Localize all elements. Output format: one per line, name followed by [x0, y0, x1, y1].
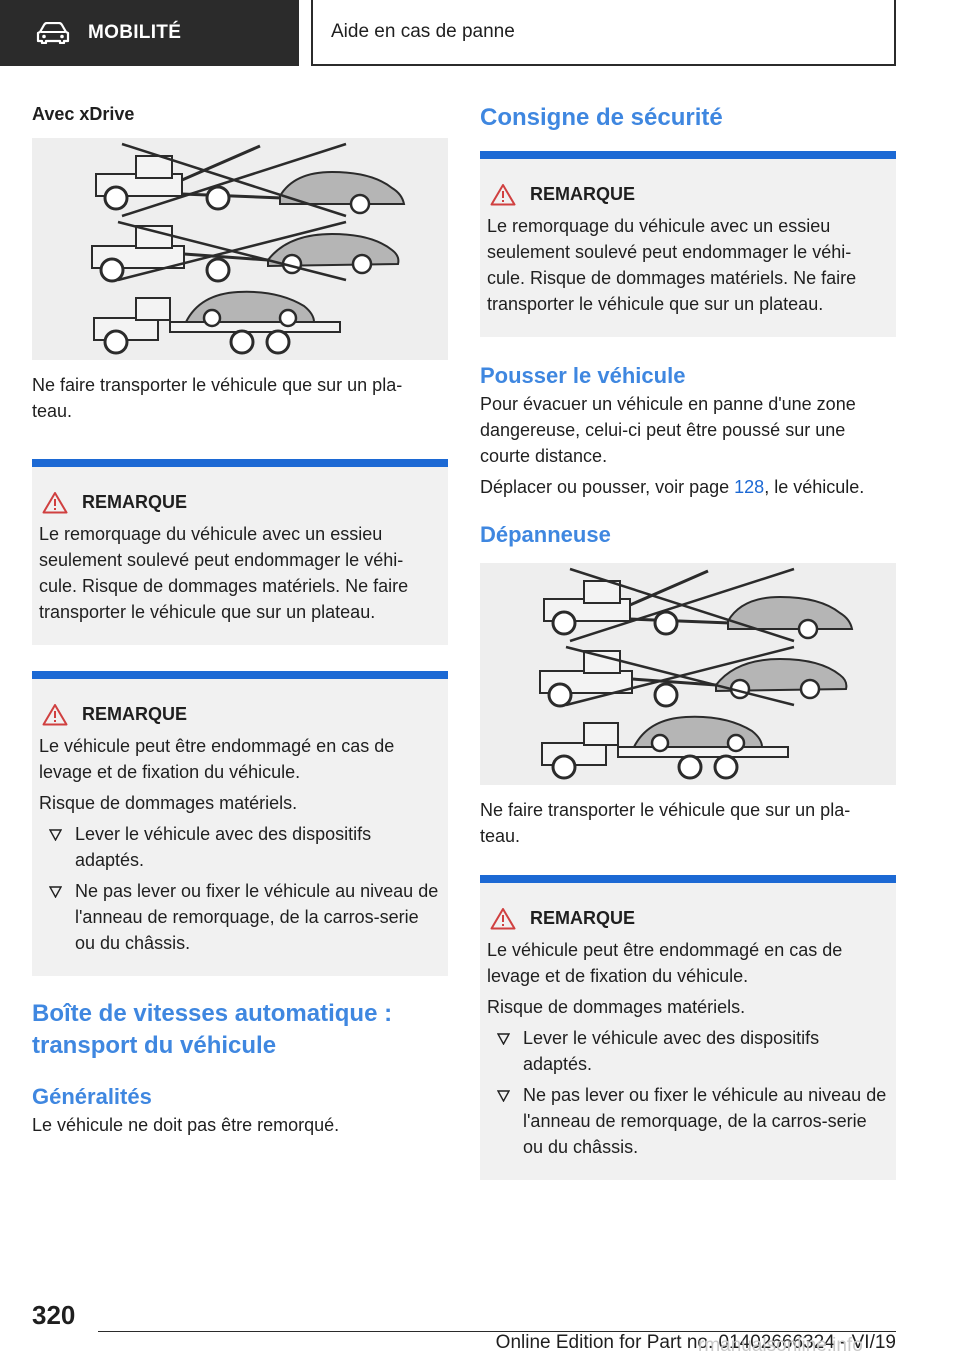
note-title: REMARQUE — [487, 181, 888, 207]
heading-general: Généralités — [32, 1084, 152, 1109]
note-text: Le véhicule peut être endommagé en cas d… — [487, 940, 843, 986]
note-text: Le véhicule peut être endommagé en cas d… — [39, 736, 395, 782]
bullet-triangle-icon — [49, 886, 62, 898]
list-item: Lever le véhicule avec des dispositifs a… — [39, 821, 440, 873]
footer-divider — [98, 1331, 896, 1332]
warning-icon — [490, 907, 516, 929]
note-lifting-right: REMARQUE Le véhicule peut être endommagé… — [480, 875, 896, 1180]
push-text: Pour évacuer un véhicule en panne d'une … — [480, 394, 856, 466]
note-title: REMARQUE — [487, 905, 888, 931]
list-item: Lever le véhicule avec des dispositifs a… — [487, 1025, 888, 1077]
towing-diagram — [91, 142, 406, 355]
chapter-tab: Aide en cas de panne — [311, 0, 896, 66]
tow-truck-wheel-lift — [543, 569, 854, 640]
bullet-triangle-icon — [49, 829, 62, 841]
cross-mark-1 — [569, 567, 795, 643]
page-number: 320 — [32, 1300, 76, 1330]
subheading-xdrive: Avec xDrive — [32, 104, 135, 124]
note-text: Le remorquage du véhicule avec un essieu… — [39, 524, 409, 622]
tow-truck-lift-front — [91, 225, 400, 283]
tow-truck-lift-front — [539, 650, 848, 708]
note-text: Le remorquage du véhicule avec un essieu… — [487, 216, 857, 314]
note-title-text: REMARQUE — [82, 491, 188, 512]
figure-caption: Ne faire transporter le véhicule que sur… — [480, 800, 851, 846]
chapter-title: Aide en cas de panne — [331, 21, 515, 42]
note-lifting-left: REMARQUE Le véhicule peut être endommagé… — [32, 671, 448, 976]
general-text: Le véhicule ne doit pas être remorqué. — [32, 1115, 340, 1135]
note-title: REMARQUE — [39, 701, 440, 727]
bullet-triangle-icon — [497, 1033, 510, 1045]
note-list: Lever le véhicule avec des dispositifs a… — [487, 1025, 888, 1160]
note-list: Lever le véhicule avec des dispositifs a… — [39, 821, 440, 956]
cross-mark-2 — [117, 220, 347, 282]
right-column: Consigne de sécurité REMARQUE Le remorqu… — [480, 90, 896, 1180]
tow-truck-wheel-lift — [95, 144, 406, 215]
cross-mark-2 — [565, 645, 795, 707]
note-title-text: REMARQUE — [530, 907, 636, 928]
footer-edition: Online Edition for Part no. 01402666324 … — [495, 1332, 896, 1353]
note-title: REMARQUE — [39, 489, 440, 515]
section-title: MOBILITÉ — [88, 22, 182, 43]
note-title-text: REMARQUE — [82, 703, 188, 724]
left-column: Avec xDrive — [32, 90, 448, 1138]
list-item: Ne pas lever ou fixer le véhicule au niv… — [487, 1082, 888, 1160]
note-text: Risque de dommages matériels. — [39, 793, 298, 813]
figure-caption: Ne faire transporter le véhicule que sur… — [32, 375, 403, 421]
list-item: Ne pas lever ou fixer le véhicule au niv… — [39, 878, 440, 956]
bullet-triangle-icon — [497, 1090, 510, 1102]
towing-illustration — [480, 563, 896, 785]
flatbed-truck — [93, 290, 341, 355]
towing-illustration — [32, 138, 448, 360]
heading-automatic-transmission: Boîte de vitesses automatique : transpor… — [32, 1000, 393, 1059]
note-towing-left: REMARQUE Le remorquage du véhicule avec … — [32, 459, 448, 645]
warning-icon — [42, 491, 68, 513]
section-tab: MOBILITÉ — [0, 0, 299, 66]
flatbed-truck — [541, 715, 789, 780]
warning-icon — [490, 183, 516, 205]
note-title-text: REMARQUE — [530, 183, 636, 204]
heading-tow-truck: Dépanneuse — [480, 522, 611, 547]
heading-push-vehicle: Pousser le véhicule — [480, 363, 686, 388]
note-text: Risque de dommages matériels. — [487, 997, 746, 1017]
cross-mark-1 — [121, 142, 347, 218]
warning-icon — [42, 703, 68, 725]
towing-diagram — [539, 567, 854, 780]
note-towing-right: REMARQUE Le remorquage du véhicule avec … — [480, 151, 896, 337]
move-text: Déplacer ou pousser, voir page 128, le v… — [480, 477, 865, 497]
watermark: rmanualsonline.info — [698, 1335, 863, 1356]
heading-safety: Consigne de sécurité — [480, 104, 723, 131]
page-link-128[interactable]: 128 — [734, 477, 765, 497]
car-icon — [36, 22, 70, 44]
